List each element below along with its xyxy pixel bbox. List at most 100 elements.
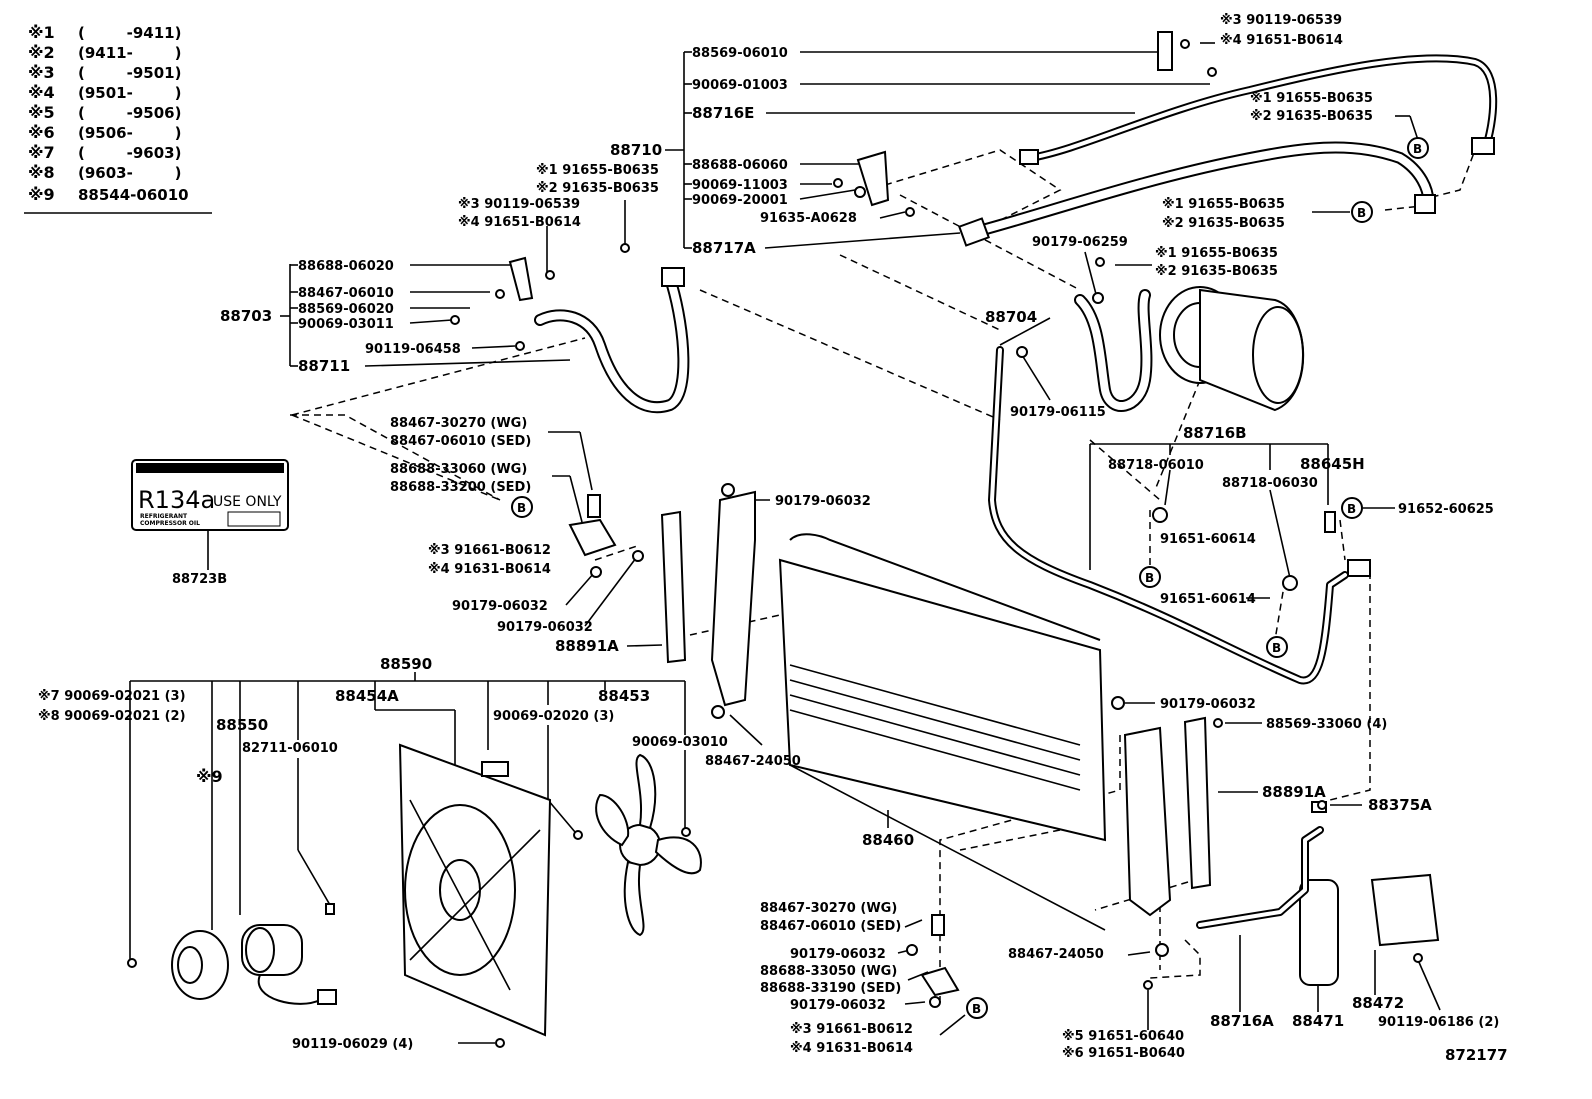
motor-wire	[257, 974, 321, 1005]
bracket-88688-06060	[856, 150, 890, 207]
leader-line	[565, 572, 595, 606]
part-label: 90119-06029 (4)	[292, 1037, 413, 1052]
part-label: ※2 91635-B0635	[1162, 216, 1285, 231]
bolt	[1143, 980, 1153, 990]
marker-letter: B	[1347, 502, 1356, 516]
motor-body	[171, 930, 229, 1000]
fitting	[1317, 800, 1327, 810]
fan-88453	[595, 753, 702, 937]
dash-line	[594, 544, 641, 561]
condenser-core	[778, 558, 1107, 842]
part-label: 88467-30270 (WG)	[760, 901, 897, 916]
part-label: 88718-06030	[1222, 476, 1318, 491]
part-label: 90069-11003	[692, 178, 788, 193]
marker-b: B	[511, 496, 533, 518]
label-plate-refrigerant: R134a	[138, 486, 215, 514]
legend-range: (9501- )	[78, 84, 181, 102]
legend-row: ※6 (9506- )	[28, 123, 181, 142]
legend-range: (9411- )	[78, 44, 181, 62]
hose-fitting	[958, 217, 990, 247]
parts-drawings	[127, 31, 1498, 1048]
marker-b: B	[1266, 636, 1288, 658]
label-plate-box	[227, 511, 281, 527]
o-ring-88718-06030	[1282, 575, 1298, 591]
leader-line	[1417, 959, 1441, 1011]
dash-line	[1154, 379, 1201, 491]
leader-line	[584, 557, 637, 627]
leader-line	[297, 849, 331, 906]
nut	[833, 178, 843, 188]
part-label: ※1 91655-B0635	[1155, 246, 1278, 261]
marker-b: B	[1341, 497, 1363, 519]
label-plate-small-2: COMPRESSOR OIL	[140, 520, 200, 527]
legend-mark: ※9	[28, 185, 55, 204]
leader-line	[471, 345, 516, 349]
legend-mark: ※5	[28, 103, 55, 122]
leader-line	[764, 232, 961, 249]
cushion-88467-30270-lower	[931, 914, 945, 936]
bolt	[1213, 718, 1223, 728]
part-label: 88688-33050 (WG)	[760, 964, 897, 979]
marker-letter: B	[1272, 641, 1281, 655]
fan-blade	[635, 753, 657, 830]
part-label: 88454A	[335, 687, 399, 705]
fan-blade	[654, 836, 702, 875]
part-label: 88569-33060 (4)	[1266, 717, 1387, 732]
leader-line	[939, 1014, 966, 1036]
part-label: 88453	[598, 687, 650, 705]
part-label: 88375A	[1368, 796, 1432, 814]
part-label: 88718-06010	[1108, 458, 1204, 473]
part-label: 88467-06010 (SED)	[390, 434, 531, 449]
part-label: 82711-06010	[242, 741, 338, 756]
cushion-88467-30270	[587, 494, 601, 518]
legend-mark: ※7	[28, 143, 55, 162]
nut	[590, 566, 602, 578]
bolt	[905, 207, 915, 217]
part-label: 88569-06020	[298, 302, 394, 317]
bracket-88891a-right	[1183, 716, 1212, 890]
condenser-side-panel	[710, 490, 756, 707]
shroud-strut	[409, 829, 541, 961]
leader-line	[626, 644, 663, 647]
dash-line	[959, 829, 1061, 851]
label-patch	[481, 761, 509, 777]
leader-line	[1021, 354, 1051, 401]
pipe-inner	[1198, 828, 1322, 927]
legend-mark: ※8	[28, 163, 55, 182]
legend-mark: ※2	[28, 43, 55, 62]
pipe-clamp	[1019, 149, 1039, 165]
dash-line	[699, 289, 1001, 421]
marker-letter: B	[1413, 142, 1422, 156]
part-label: ※5 91651-60640	[1062, 1029, 1184, 1044]
hose-inner	[971, 143, 1433, 236]
nut	[721, 483, 735, 497]
compressor-end	[1252, 306, 1304, 404]
bracket-88688-33060	[568, 518, 617, 557]
marker-letter: B	[1145, 571, 1154, 585]
bolt	[573, 830, 583, 840]
part-label: 88467-06010 (SED)	[760, 919, 901, 934]
dash-line	[1339, 519, 1346, 561]
ac-label-plate: CAUTION AIR CONDITIONING SYSTEM R134a US…	[131, 459, 289, 587]
connector-82711-06010	[325, 903, 335, 915]
part-label: ※3 91661-B0612	[428, 543, 551, 558]
legend-row: ※4 (9501- )	[28, 83, 181, 102]
part-label: ※2 91635-B0635	[536, 181, 659, 196]
o-ring-88718-06010	[1152, 507, 1168, 523]
leader-line	[569, 475, 583, 523]
dash-line	[1149, 939, 1201, 979]
part-label: ※9	[196, 767, 223, 786]
nut	[906, 944, 918, 956]
marker-b: B	[1407, 137, 1429, 159]
leader-line	[579, 431, 593, 491]
part-label: 88550	[216, 716, 268, 734]
part-label: 90119-06458	[365, 342, 461, 357]
part-label: 90069-02020 (3)	[493, 709, 614, 724]
part-label: 90069-01003	[692, 78, 788, 93]
part-label: 90179-06259	[1032, 235, 1128, 250]
pipe-88716b	[988, 346, 1349, 685]
leader-line	[1164, 469, 1171, 506]
part-label: ※7 90069-02021 (3)	[38, 689, 186, 704]
legend-range: ( -9603)	[78, 144, 181, 162]
